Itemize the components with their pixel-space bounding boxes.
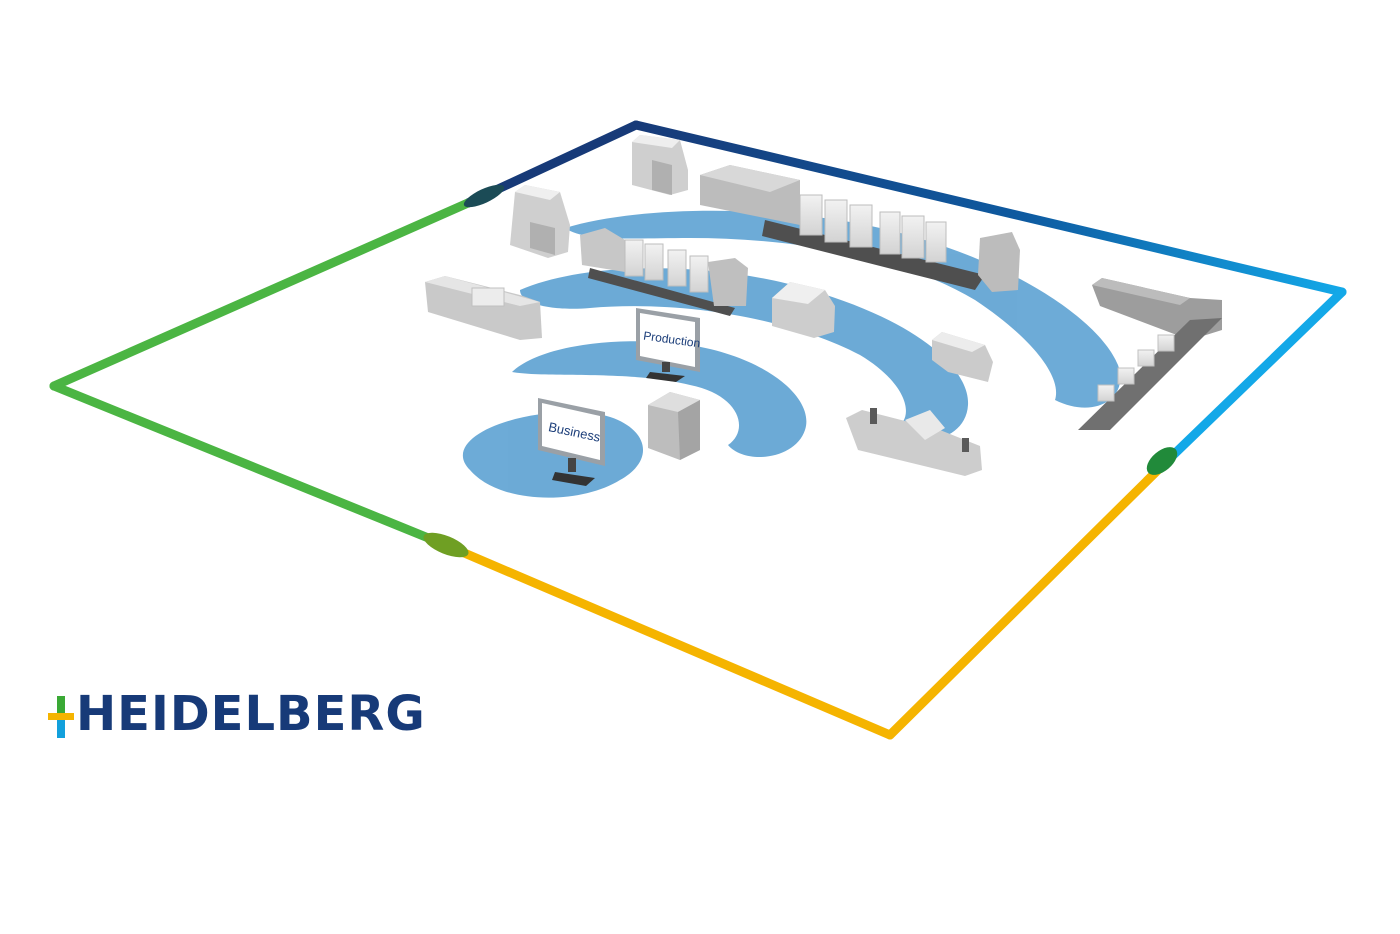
frame-top-edge — [631, 120, 1347, 297]
brand-wordmark: HEIDELBERG — [76, 686, 426, 742]
production-monitor: Production — [636, 308, 701, 382]
floor-frame — [49, 120, 1347, 740]
prepress-unit-1 — [632, 135, 688, 195]
perfect-binder-machine — [1078, 278, 1222, 430]
digital-press-machine — [772, 282, 835, 338]
frame-bottom-edge-green — [49, 381, 453, 551]
business-monitor: Business — [538, 398, 605, 486]
signal-arc-1 — [512, 341, 807, 457]
prepress-unit-2 — [510, 185, 570, 258]
heidelberg-plus-icon — [48, 692, 74, 738]
machines — [425, 135, 1222, 476]
server-unit — [648, 392, 700, 460]
folder-machine — [846, 408, 982, 476]
stitcher-machine — [932, 332, 993, 382]
heidelberg-logo: HEIDELBERG — [48, 688, 426, 740]
frame-right-edge-blue — [1160, 287, 1347, 468]
frame-joints — [423, 184, 1178, 558]
frame-right-edge-yellow — [885, 458, 1170, 740]
medium-press-machine — [580, 228, 748, 316]
frame-left-edge-green — [49, 198, 473, 391]
frame-bottom-edge-yellow — [443, 541, 895, 740]
signal-arc-2 — [520, 268, 969, 440]
finishing-line-machine — [425, 276, 542, 340]
large-press-machine — [700, 165, 1020, 292]
